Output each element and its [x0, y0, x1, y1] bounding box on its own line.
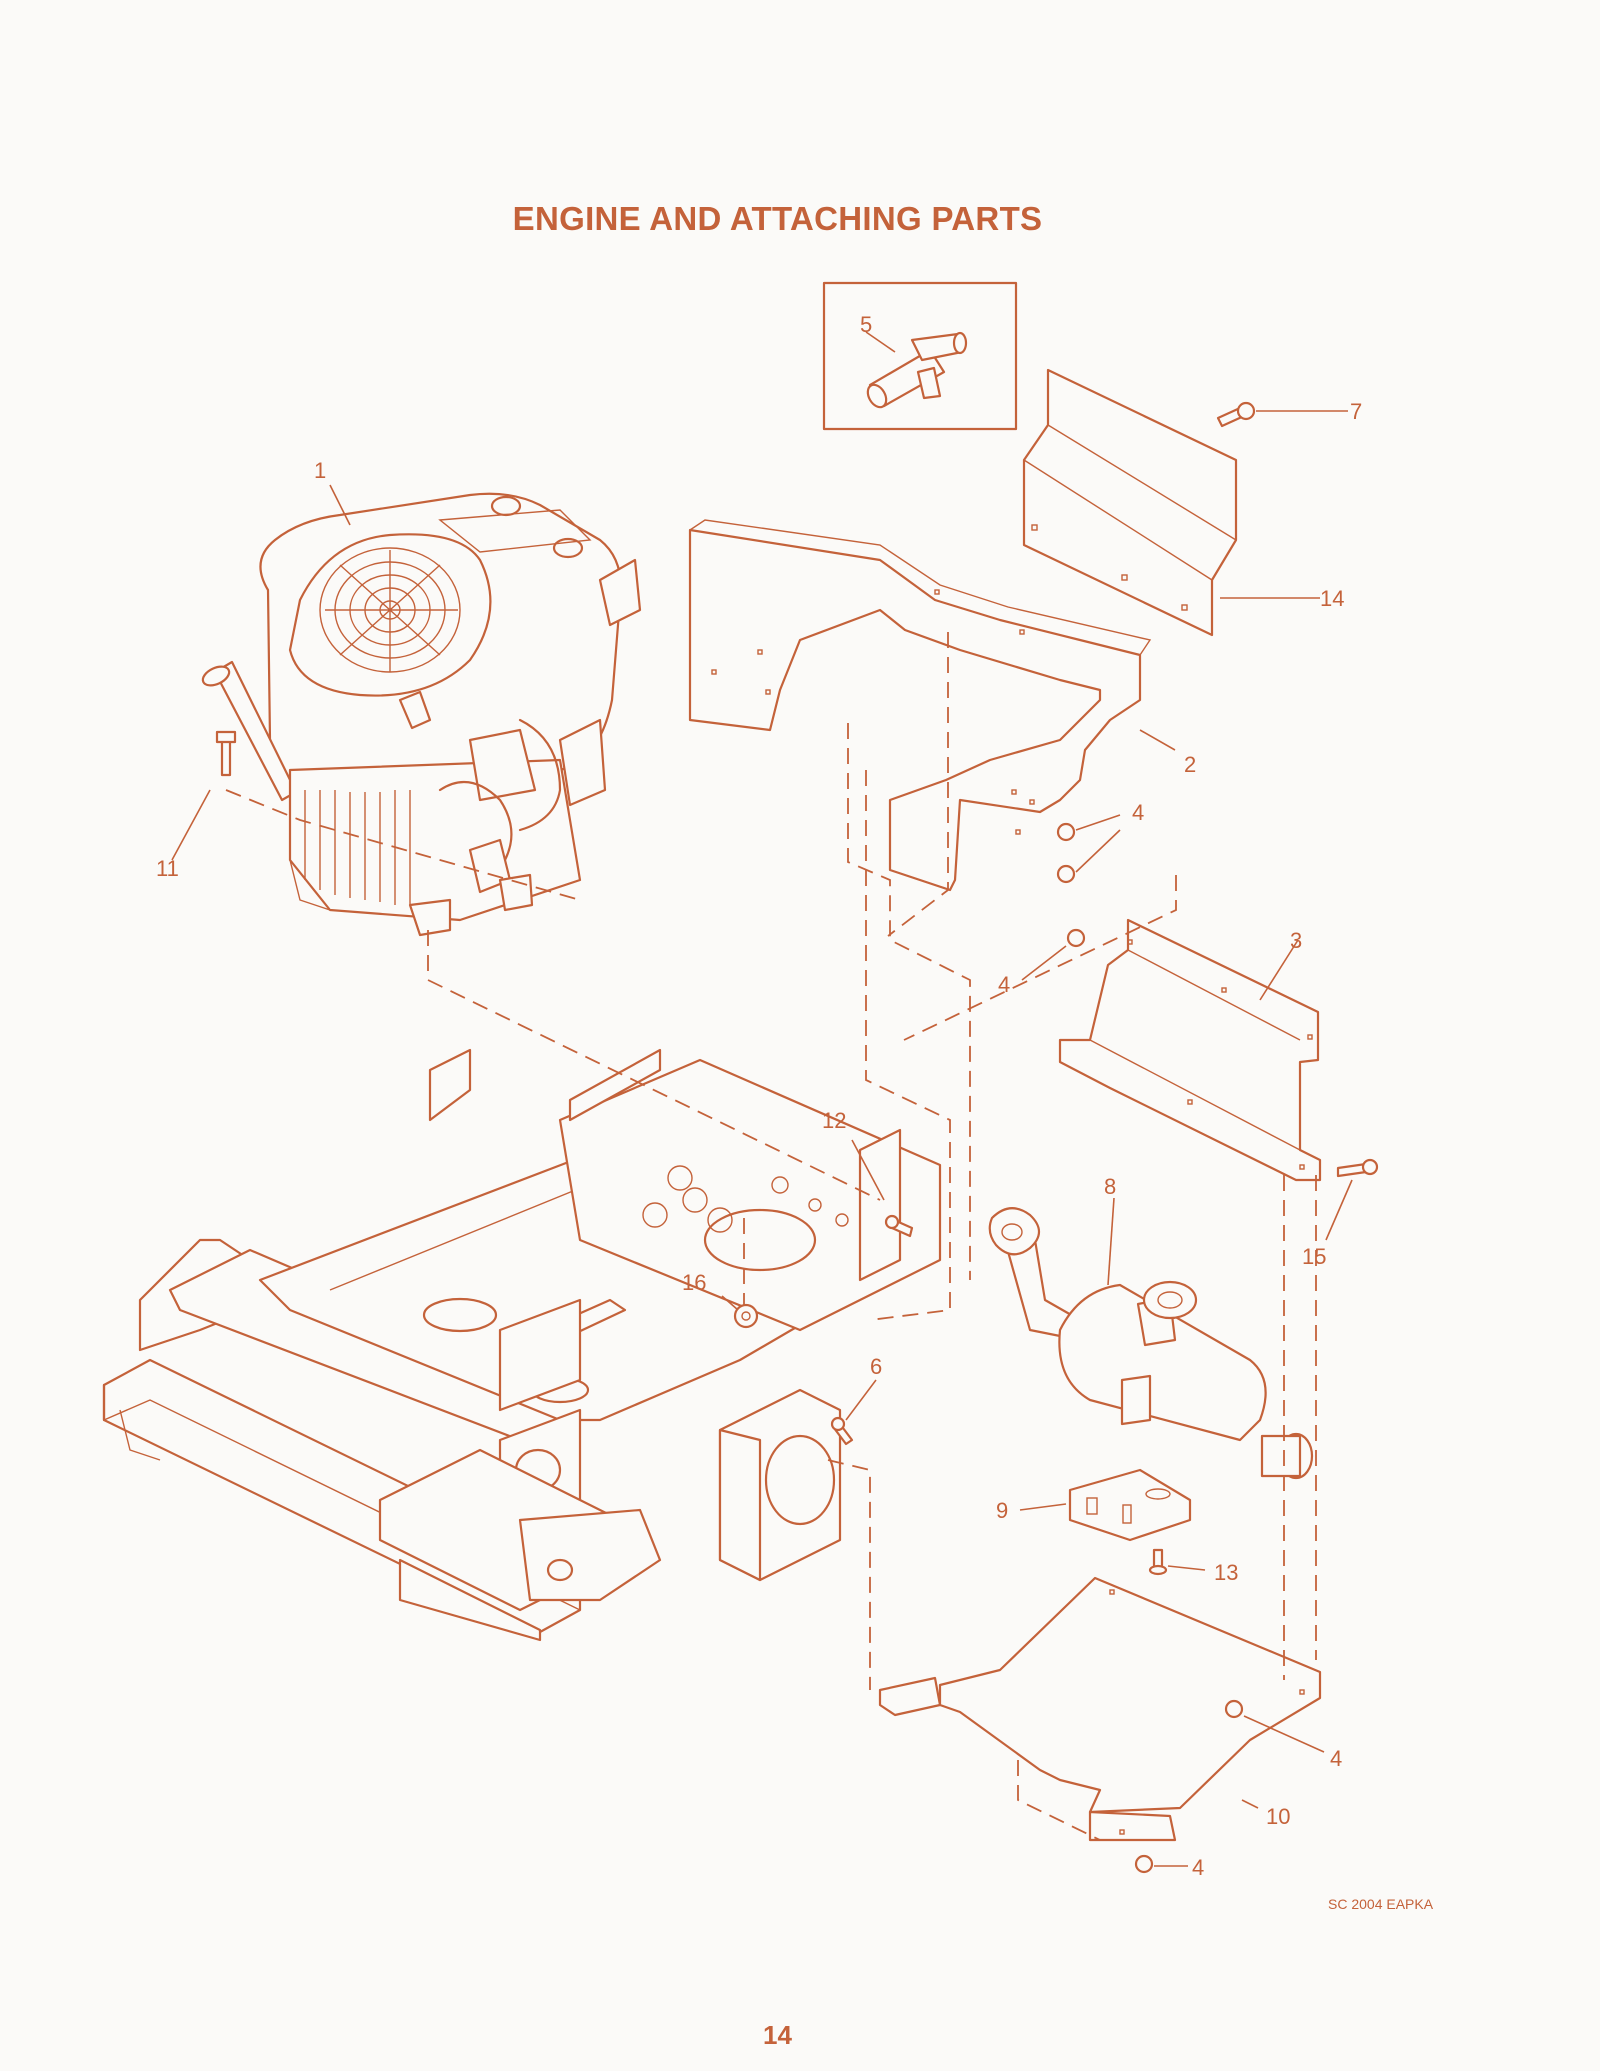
- muffler-clamp-part-9: [1068, 1468, 1192, 1542]
- callout-6: 6: [870, 1354, 882, 1379]
- support-bracket-part-3: [1058, 918, 1322, 1182]
- callout-16: 16: [682, 1270, 706, 1295]
- shield-plate-part-14: [1022, 368, 1238, 637]
- screw-part-13: [1148, 1548, 1168, 1576]
- nut-part-4-shield: [1134, 1699, 1244, 1874]
- callout-12: 12: [822, 1108, 846, 1133]
- callout-4d: 4: [1192, 1855, 1204, 1880]
- callout-7: 7: [1350, 399, 1362, 424]
- heat-shield-part-10: [878, 1576, 1322, 1842]
- callout-13: 13: [1214, 1560, 1238, 1585]
- callout-labels: 1 5 7 14 2 4 11 3 4 12 8 15 16 6 9 13 4 …: [156, 312, 1362, 1880]
- inset-box: [822, 281, 1018, 431]
- callout-15: 15: [1302, 1244, 1326, 1269]
- callout-3: 3: [1290, 928, 1302, 953]
- leader-lines: [171, 331, 1353, 1867]
- callout-2: 2: [1184, 752, 1196, 777]
- nut-part-16: [733, 1303, 759, 1329]
- engine-part-1: [201, 492, 642, 937]
- callout-8: 8: [1104, 1174, 1116, 1199]
- page-title: ENGINE AND ATTACHING PARTS: [512, 200, 1043, 237]
- callout-10: 10: [1266, 1804, 1290, 1829]
- callout-11: 11: [156, 856, 179, 881]
- document-code: SC 2004 EAPKA: [1328, 1896, 1434, 1912]
- chassis-frame: [102, 1048, 942, 1642]
- screw-part-15: [1336, 1158, 1379, 1178]
- tee-fitting-part-5: [866, 331, 968, 409]
- bolt-part-11: [215, 730, 237, 777]
- callout-9: 9: [996, 1498, 1008, 1523]
- page-number: 14: [763, 2020, 792, 2050]
- callout-4a: 4: [1132, 800, 1144, 825]
- callout-14: 14: [1320, 586, 1344, 611]
- alignment-lines: [225, 632, 1317, 1841]
- nut-part-4: [1056, 822, 1086, 948]
- engine-mount-bracket-part-2: [688, 519, 1152, 892]
- bolt-part-12: [884, 1214, 914, 1238]
- bolt-part-6: [830, 1416, 854, 1446]
- callout-1: 1: [314, 458, 326, 483]
- muffler-part-8: [988, 1207, 1314, 1480]
- callout-5: 5: [860, 312, 872, 337]
- callout-4c: 4: [1330, 1746, 1342, 1771]
- screw-part-7: [1216, 401, 1256, 428]
- callout-4b: 4: [998, 972, 1010, 997]
